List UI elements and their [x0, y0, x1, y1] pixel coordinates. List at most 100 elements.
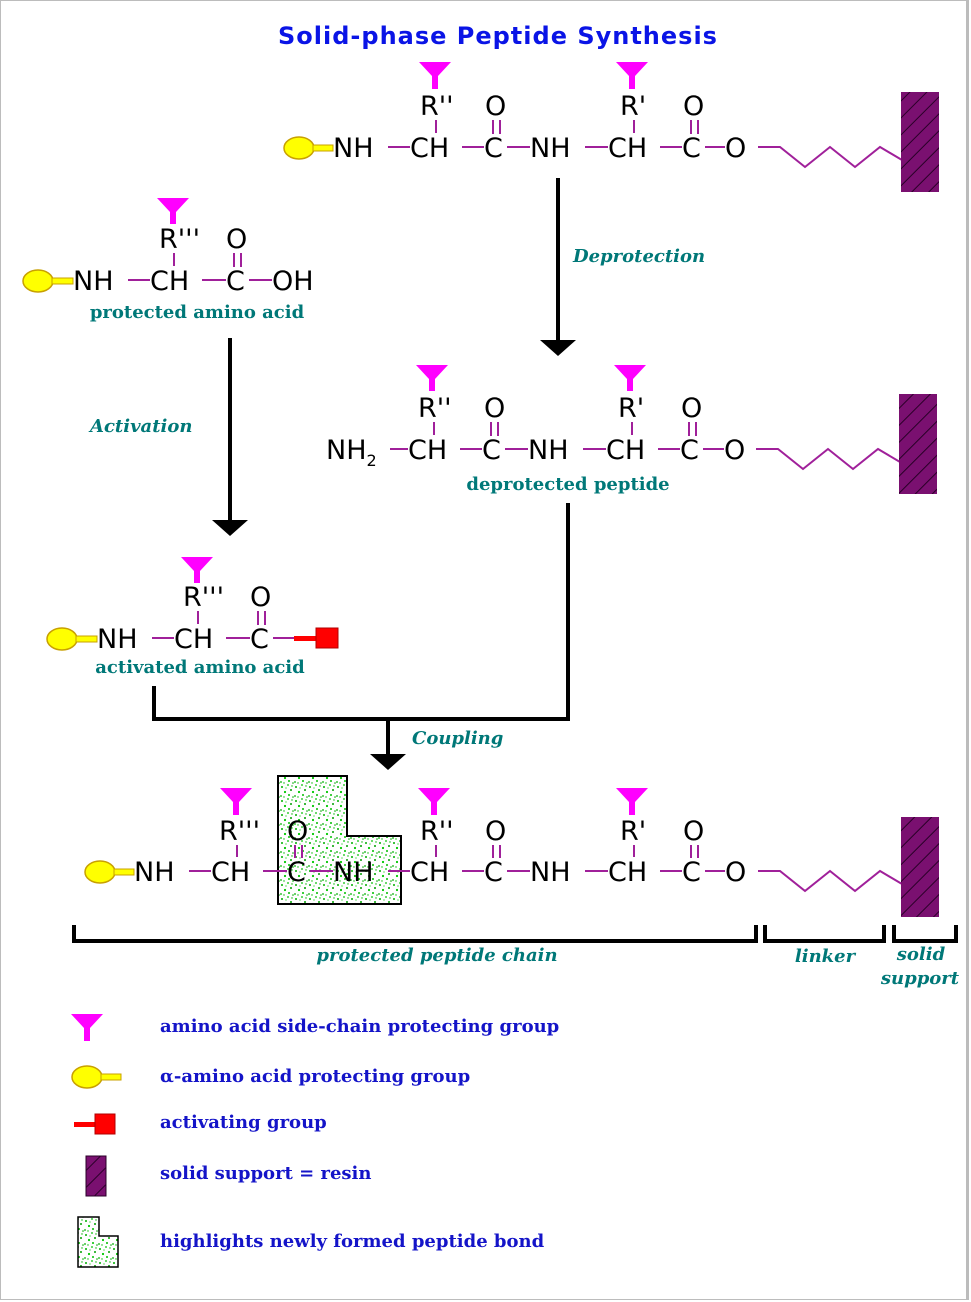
atom-c: C	[682, 133, 701, 164]
atom-nh: NH	[73, 266, 114, 297]
solid-support-bracket	[892, 925, 958, 943]
protected-amino-acid-label: protected amino acid	[90, 302, 305, 323]
side-chain-protecting-group-icon	[157, 198, 189, 224]
protected-peptide-top: NH CH C NH CH C O R'' O R' O	[283, 62, 939, 192]
legend-item-text: highlights newly formed peptide bond	[160, 1231, 545, 1252]
side-chain-r2: R''	[420, 91, 454, 122]
atom-c: C	[250, 624, 269, 655]
atom-nh: NH	[530, 133, 571, 164]
atom-c: C	[482, 435, 501, 466]
atom-o: O	[250, 582, 271, 613]
atom-o: O	[226, 224, 247, 255]
side-chain-r2: R''	[420, 816, 454, 847]
deprotection-label: Deprotection	[572, 246, 705, 267]
atom-ch: CH	[211, 857, 250, 888]
atom-o: O	[485, 816, 506, 847]
side-chain-r2: R''	[418, 393, 452, 424]
resin-icon	[899, 394, 937, 494]
alpha-amino-protecting-group-icon	[46, 627, 78, 651]
atom-nh: NH	[134, 857, 175, 888]
atom-nh: NH	[333, 133, 374, 164]
side-chain-r3: R'''	[159, 224, 200, 255]
peptide-chain-bracket	[72, 925, 758, 943]
deprotected-peptide-label: deprotected peptide	[466, 474, 669, 495]
coupling-connector	[152, 503, 570, 721]
atom-ch: CH	[608, 133, 647, 164]
atom-c: C	[484, 133, 503, 164]
activation-label: Activation	[88, 416, 192, 437]
linker-chain	[758, 145, 903, 169]
atom-c: C	[484, 857, 503, 888]
coupling-label: Coupling	[412, 728, 503, 749]
atom-ch: CH	[410, 133, 449, 164]
diagram-title: Solid-phase Peptide Synthesis	[278, 22, 718, 50]
alpha-amino-protecting-group-icon	[84, 860, 116, 884]
activation-arrowhead	[212, 520, 248, 536]
peptide-bond-highlight	[277, 775, 402, 905]
legend-item-text: amino acid side-chain protecting group	[160, 1016, 559, 1037]
atom-c: C	[680, 435, 699, 466]
side-chain-r3: R'''	[219, 816, 260, 847]
linker-label: linker	[795, 946, 857, 967]
atom-ch: CH	[606, 435, 645, 466]
atom-o: O	[287, 816, 308, 847]
linker-bracket	[763, 925, 886, 943]
atom-o: O	[681, 393, 702, 424]
atom-ch: CH	[408, 435, 447, 466]
resin-icon	[85, 1155, 107, 1197]
coupling-arrowhead	[370, 754, 406, 770]
side-chain-protecting-group-icon	[181, 557, 213, 583]
peptide-chain-label: protected peptide chain	[316, 945, 557, 966]
protecting-group-stem	[312, 144, 334, 152]
atom-oh: OH	[272, 266, 314, 297]
atom-nh: NH	[97, 624, 138, 655]
solid-support-label-line1: solid	[896, 944, 946, 965]
side-chain-protecting-group-icon	[614, 365, 646, 391]
atom-c: C	[226, 266, 245, 297]
resin-icon	[901, 92, 939, 192]
deprotected-peptide: NH2 CH C NH CH C O R'' O R' O deprotecte…	[326, 365, 937, 495]
atom-ch: CH	[410, 857, 449, 888]
atom-o: O	[484, 393, 505, 424]
atom-o: O	[724, 435, 745, 466]
legend-item-text: solid support = resin	[160, 1163, 371, 1184]
alpha-amino-protecting-group-icon	[283, 136, 315, 160]
activated-amino-acid-label: activated amino acid	[95, 657, 305, 678]
atom-nh: NH	[530, 857, 571, 888]
atom-ch: CH	[608, 857, 647, 888]
peptide-bond-highlight-icon	[77, 1216, 119, 1268]
legend-item-text: activating group	[160, 1112, 327, 1133]
activated-amino-acid: NH CH C R''' O activated amino acid	[46, 557, 339, 678]
side-chain-r1: R'	[620, 91, 646, 122]
linker-chain	[756, 447, 901, 471]
atom-o: O	[683, 91, 704, 122]
linker-chain	[758, 869, 903, 893]
atom-o: O	[725, 857, 746, 888]
atom-c: C	[682, 857, 701, 888]
side-chain-protecting-group-icon	[616, 788, 648, 815]
alpha-amino-protecting-group-icon	[71, 1065, 103, 1089]
deprotection-arrowhead	[540, 340, 576, 356]
legend-item-text: α-amino acid protecting group	[160, 1066, 470, 1087]
activating-group-icon	[294, 627, 339, 649]
atom-nh2: NH2	[326, 435, 377, 470]
side-chain-protecting-group-icon	[418, 788, 450, 815]
atom-nh: NH	[333, 857, 374, 888]
side-chain-r3: R'''	[183, 582, 224, 613]
atom-o: O	[485, 91, 506, 122]
side-chain-r1: R'	[620, 816, 646, 847]
atom-ch: CH	[150, 266, 189, 297]
atom-o: O	[725, 133, 746, 164]
atom-nh: NH	[528, 435, 569, 466]
protected-peptide-final: NH CH C NH CH C NH CH C O R''' O R'' O R…	[84, 775, 939, 917]
atom-c: C	[287, 857, 306, 888]
side-chain-protecting-group-icon	[220, 788, 252, 815]
solid-support-label-line2: support	[880, 968, 960, 989]
side-chain-protecting-group-icon	[71, 1014, 103, 1041]
legend: amino acid side-chain protecting group α…	[71, 1014, 559, 1268]
alpha-amino-protecting-group-icon	[22, 269, 54, 293]
atom-ch: CH	[174, 624, 213, 655]
protected-amino-acid: NH CH C OH R''' O protected amino acid	[22, 198, 314, 323]
